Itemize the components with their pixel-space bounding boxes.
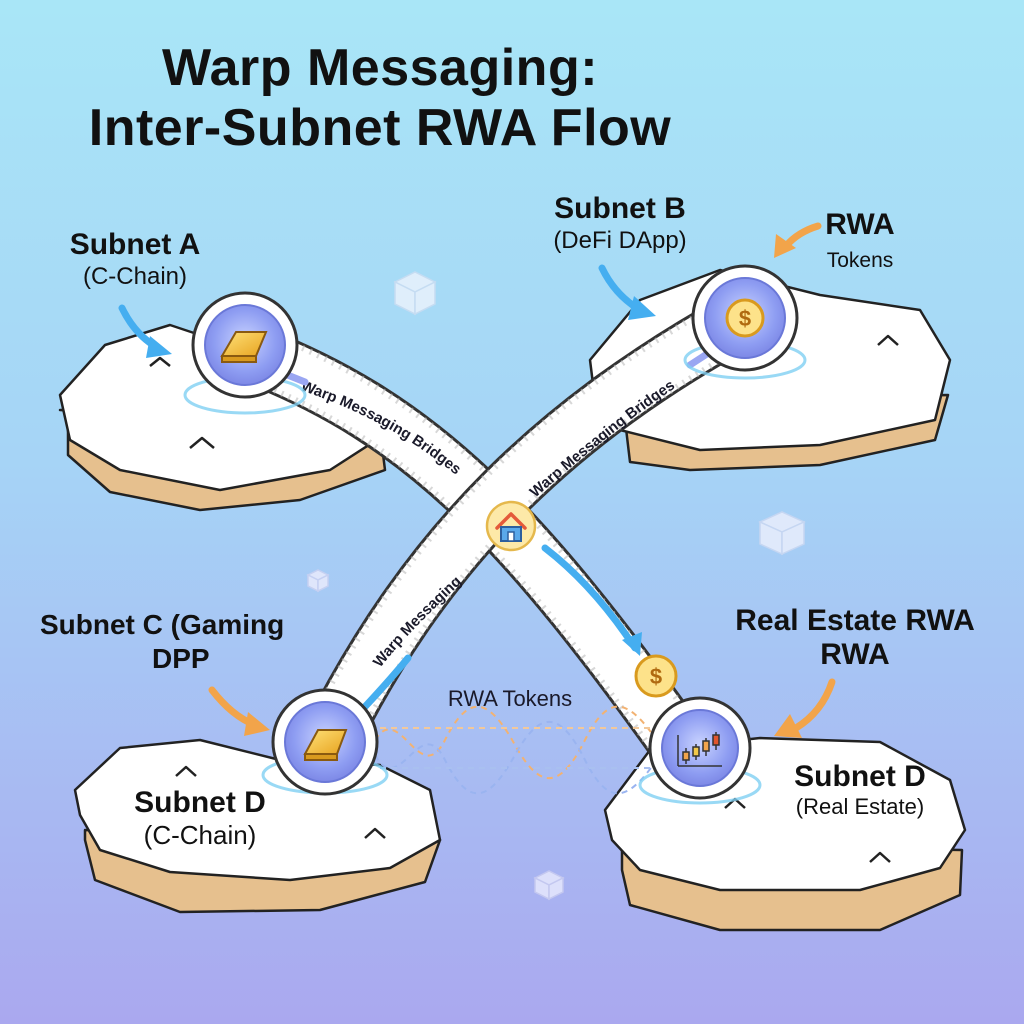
center-hub (485, 500, 537, 552)
label-subnet-a: Subnet A (C-Chain) (69, 228, 201, 290)
label-subnet-d-cchain: Subnet D (C-Chain) (134, 786, 266, 850)
dollar-coin-icon: $ (634, 654, 678, 698)
svg-text:$: $ (739, 306, 751, 331)
node-subnet-d-cchain[interactable] (261, 688, 389, 796)
pointer-arrow-subnet-b (598, 264, 656, 320)
pointer-arrow-rwa-b (774, 222, 822, 258)
house-icon (495, 512, 527, 542)
node-subnet-d-realestate[interactable] (638, 696, 762, 805)
title-line-2: Inter-Subnet RWA Flow (88, 99, 672, 157)
svg-text:$: $ (650, 664, 662, 689)
label-subnet-b: Subnet B (DeFi DApp) (553, 192, 687, 254)
title-line-1: Warp Messaging: (161, 39, 599, 97)
node-subnet-b[interactable]: $ (683, 264, 807, 380)
floating-cube-icon (306, 569, 330, 593)
gold-bar-icon (303, 729, 348, 761)
candlestick-chart-icon (677, 732, 722, 767)
flow-arrow-icon (541, 544, 642, 656)
pointer-arrow-subnet-a (118, 304, 172, 358)
label-subnet-c: Subnet C (Gaming DPP (40, 609, 285, 674)
floating-cube-icon (533, 870, 565, 901)
floating-cube-icon (758, 511, 806, 556)
gold-bar-icon (220, 331, 268, 363)
pointer-arrow-subnet-c (208, 686, 270, 736)
pointer-arrow-real-estate (774, 678, 836, 738)
label-subnet-d-realestate: Subnet D (Real Estate) (794, 760, 926, 819)
bottom-tokens-label: RWA Tokens (448, 686, 572, 711)
rwa-token-wave (374, 705, 661, 795)
page-title: Warp Messaging: Inter-Subnet RWA Flow (0, 38, 760, 158)
floating-cube-icon (393, 271, 437, 316)
label-rwa-tokens: RWA Tokens (825, 208, 895, 272)
dollar-coin-icon: $ (725, 298, 765, 338)
node-subnet-a[interactable] (183, 291, 307, 415)
label-real-estate: Real Estate RWA RWA (735, 604, 975, 671)
bridge-b-to-d-cchain (300, 290, 770, 770)
